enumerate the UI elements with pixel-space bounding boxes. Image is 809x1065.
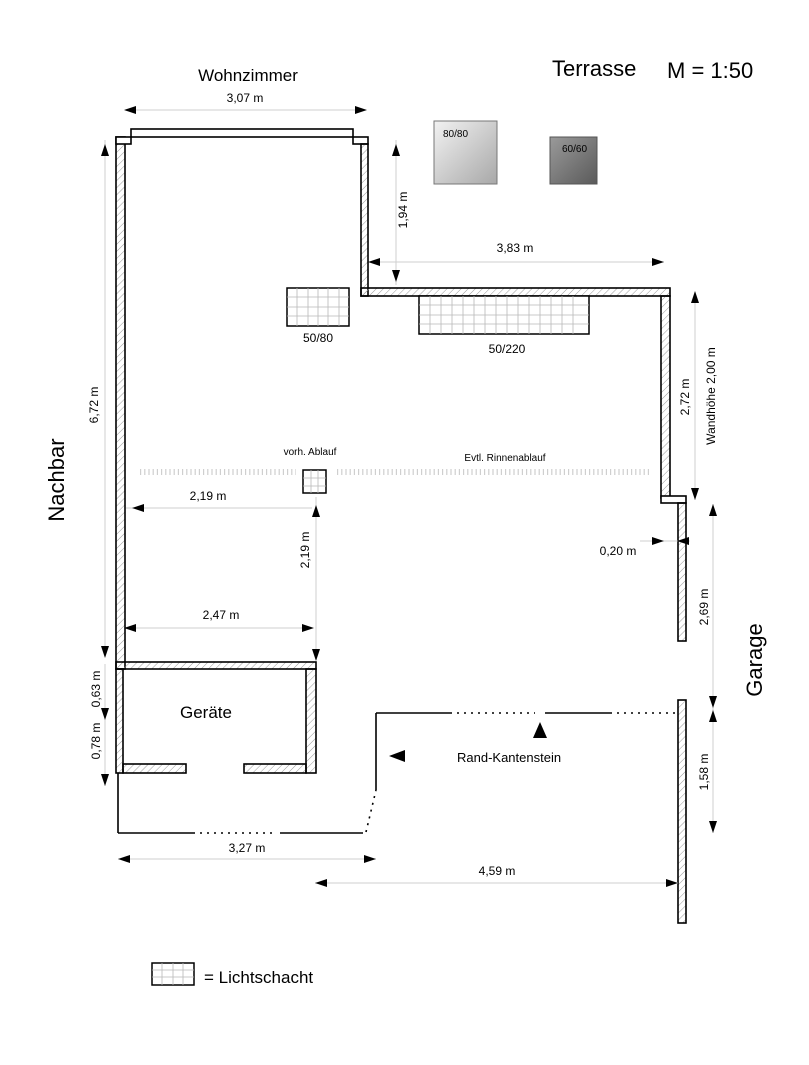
dimension-left-height-label: 6,72 m <box>87 387 101 424</box>
tile-60x60-label: 60/60 <box>562 144 587 155</box>
dimension-top-width <box>124 106 367 114</box>
dimension-bottom-left-label: 3,27 m <box>229 841 266 855</box>
dimension-wall-offset-label: 0,20 m <box>600 544 637 558</box>
dimension-shed-gap <box>101 664 109 720</box>
window-wall-top <box>130 128 354 138</box>
plan-scale: M = 1:50 <box>667 58 753 83</box>
right-wall-upper <box>660 295 671 499</box>
dimension-top-width-label: 3,07 m <box>227 91 264 105</box>
tile-60x60 <box>549 136 598 185</box>
dimension-drain-horizontal-label: 2,19 m <box>190 489 227 503</box>
room-label-garage: Garage <box>742 623 767 696</box>
boundary-lines <box>117 712 678 834</box>
dimension-wall-offset <box>640 537 690 545</box>
light-shaft-50x80 <box>286 287 350 327</box>
corner-left <box>115 136 132 145</box>
tile-80x80 <box>433 120 498 185</box>
legend-label: = Lichtschacht <box>204 968 313 987</box>
dimension-drain-horizontal <box>126 504 312 512</box>
dimension-step-height <box>392 140 400 285</box>
tile-80x80-label: 80/80 <box>443 129 468 140</box>
dimension-shed-gap-label: 0,63 m <box>89 671 103 708</box>
curb-arrow-up-icon <box>533 722 547 738</box>
dimension-garage-upper <box>709 504 717 710</box>
existing-drain <box>302 469 327 494</box>
shed-wall-left <box>115 668 124 774</box>
garage-wall-upper <box>677 502 687 642</box>
dimension-right-height-label: 2,72 m <box>678 379 692 416</box>
dimension-bottom-left <box>118 855 376 863</box>
shed-wall-right <box>305 668 317 774</box>
dimension-garage-upper-label: 2,69 m <box>697 589 711 626</box>
wall-height-label: Wandhöhe 2,00 m <box>704 347 718 445</box>
left-wall <box>115 136 126 670</box>
dimension-garage-lower-label: 1,58 m <box>697 754 711 791</box>
dimension-right-width-label: 3,83 m <box>497 241 534 255</box>
room-label-wohnzimmer: Wohnzimmer <box>198 66 298 85</box>
dimension-garage-lower <box>709 710 717 833</box>
existing-drain-label: vorh. Ablauf <box>284 447 337 458</box>
dimension-right-height <box>691 291 699 500</box>
dimension-shed-height-label: 0,78 m <box>89 723 103 760</box>
garage-wall-lower <box>677 699 687 924</box>
curb-label: Rand-Kantenstein <box>457 750 561 765</box>
dimension-shed-width-label: 2,47 m <box>203 608 240 622</box>
room-label-nachbar: Nachbar <box>44 438 69 521</box>
wall-offset <box>660 495 687 504</box>
dimension-drain-vertical <box>312 497 320 661</box>
dimension-shed-height <box>101 720 109 786</box>
dimension-right-width <box>368 258 664 266</box>
shed-door-jamb-left <box>122 763 187 774</box>
step-wall-vertical <box>360 143 369 297</box>
dimension-drain-vertical-label: 2,19 m <box>298 532 312 569</box>
shed-wall-top <box>115 661 317 670</box>
light-shaft-50x220-label: 50/220 <box>489 342 526 356</box>
dimension-bottom-right <box>315 879 678 887</box>
dimension-bottom-right-label: 4,59 m <box>479 864 516 878</box>
plan-title: Terrasse <box>552 56 636 81</box>
dimension-shed-width <box>124 624 314 632</box>
dimension-step-height-label: 1,94 m <box>396 192 410 229</box>
shed-door-jamb-right <box>243 763 307 774</box>
dimension-left-height <box>101 140 109 658</box>
corner-right <box>352 136 369 145</box>
walls <box>115 128 687 924</box>
room-label-geraete: Geräte <box>180 703 232 722</box>
step-wall-horizontal <box>360 287 671 297</box>
light-shaft-50x220 <box>418 295 590 335</box>
light-shaft-50x80-label: 50/80 <box>303 331 333 345</box>
legend-light-shaft-swatch <box>151 962 195 986</box>
curb-arrow-left-icon <box>389 750 405 762</box>
gutter-drain-label: Evtl. Rinnenablauf <box>464 453 545 464</box>
